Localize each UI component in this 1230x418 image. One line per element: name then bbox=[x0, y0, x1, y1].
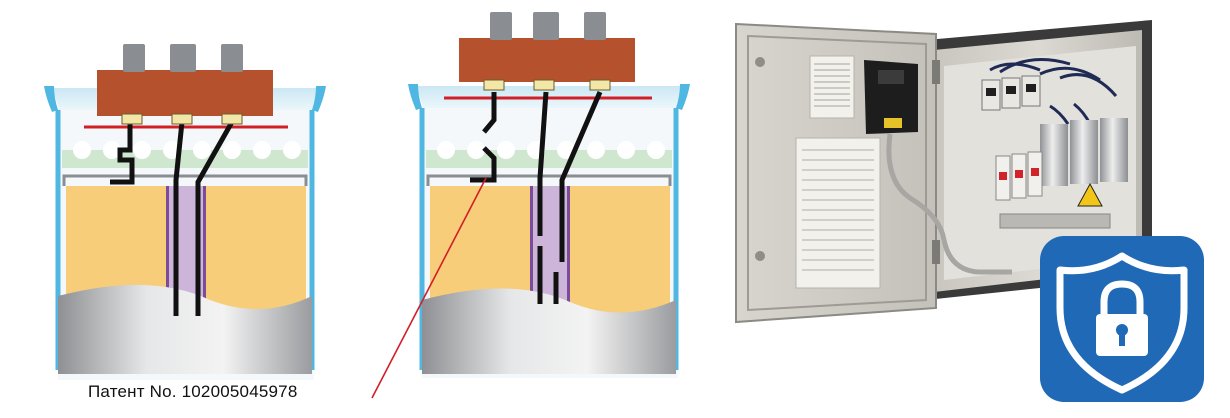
capacitor-diagram-normal bbox=[44, 44, 326, 380]
wire-center bbox=[173, 121, 185, 316]
terminal-post bbox=[123, 44, 145, 72]
can-base bbox=[58, 284, 312, 374]
terminal-block bbox=[97, 70, 273, 116]
patent-number-label: Патент No. 102005045978 bbox=[88, 382, 298, 401]
terminal-post bbox=[170, 44, 196, 72]
oil-bubbles bbox=[73, 141, 301, 159]
contact-pads bbox=[121, 113, 243, 125]
wire-right bbox=[195, 120, 235, 316]
fuse-block bbox=[995, 151, 1043, 201]
winding-right bbox=[206, 186, 306, 316]
controller-unit bbox=[864, 60, 918, 134]
contactor-row bbox=[981, 75, 1041, 111]
wire-broken-lower bbox=[470, 146, 497, 183]
wire-hook bbox=[110, 122, 135, 185]
shield-lock-icon bbox=[1040, 236, 1204, 402]
wire-broken-upper bbox=[482, 92, 497, 134]
can-rim-right bbox=[312, 86, 326, 112]
callout-line bbox=[371, 177, 487, 399]
inner-frame bbox=[62, 174, 308, 186]
terminal-post bbox=[221, 44, 243, 72]
capacitor-diagram-disconnected bbox=[371, 12, 690, 399]
can-rim-left bbox=[44, 86, 58, 112]
control-cabinet-photo bbox=[735, 20, 1152, 324]
oil-band bbox=[62, 150, 308, 168]
wiring-diagram-sheet bbox=[795, 137, 881, 289]
capacitor-cans bbox=[1040, 118, 1128, 186]
